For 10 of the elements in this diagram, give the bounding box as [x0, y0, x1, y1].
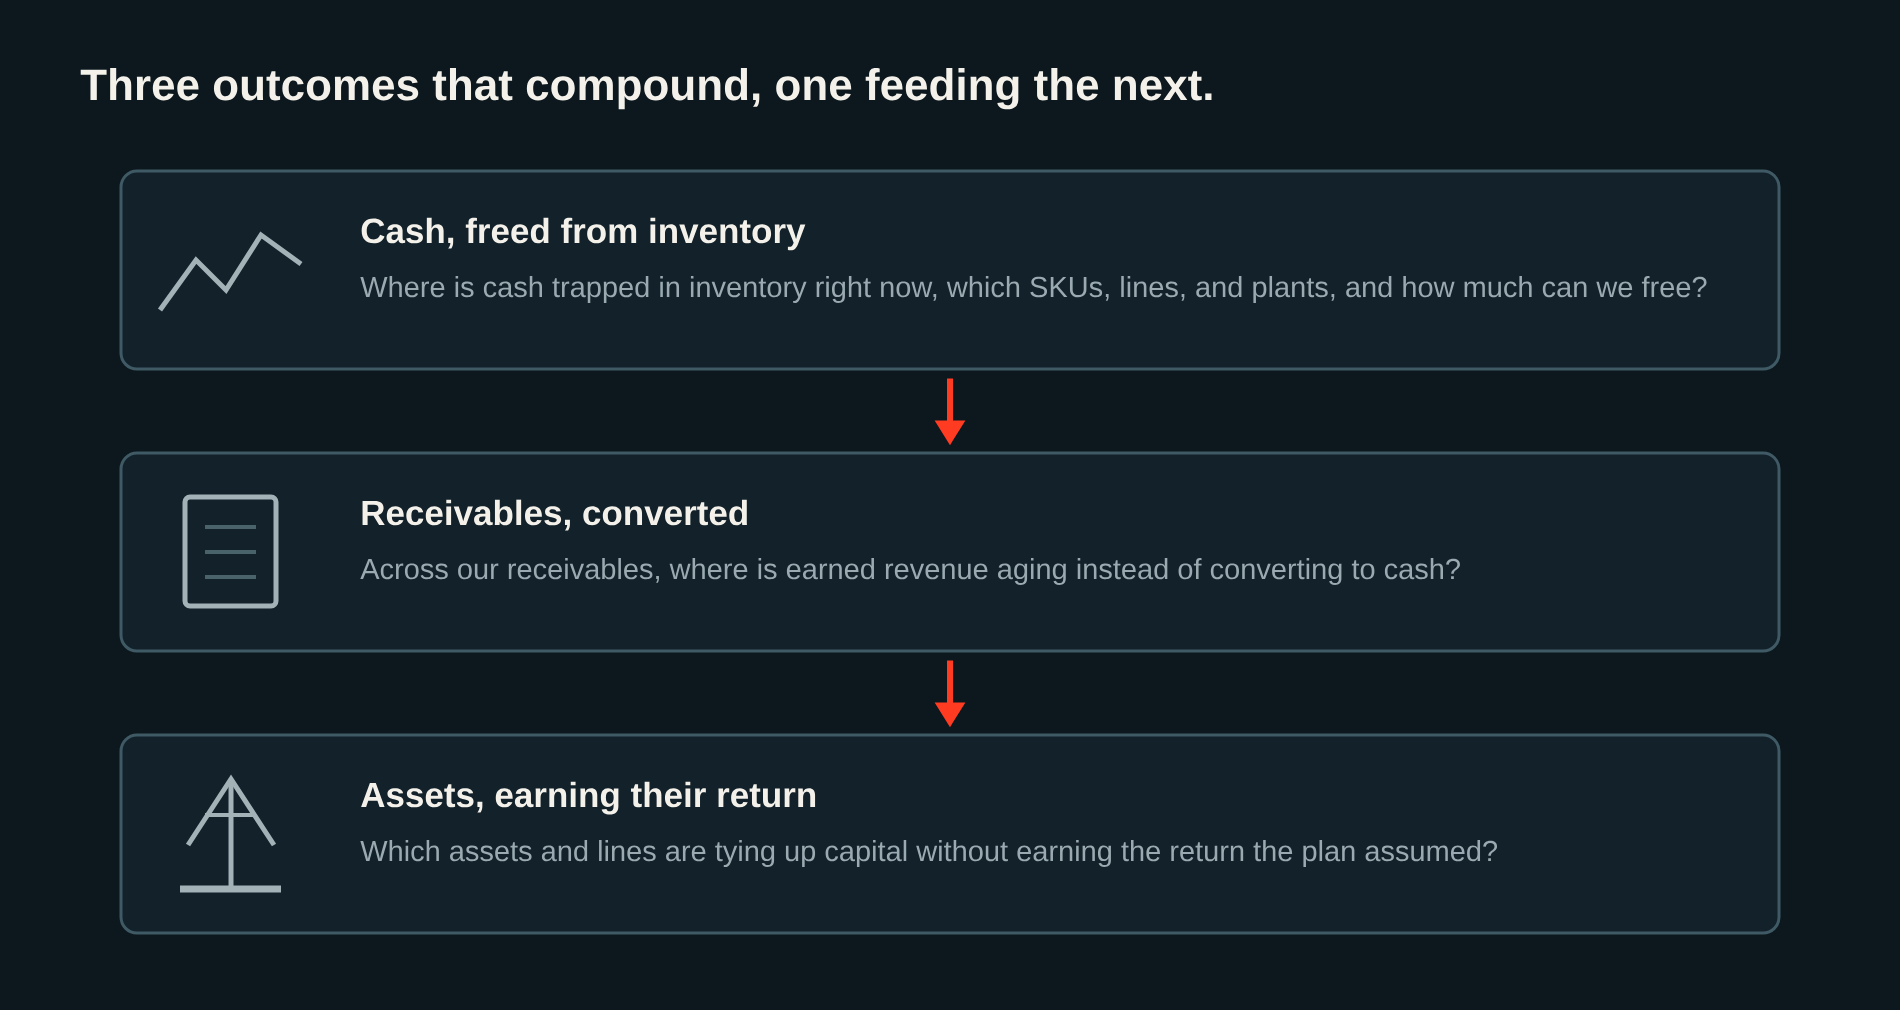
question-text: Across our receivables, where is earned revenue aging instead of converting to cash?: [360, 558, 1460, 586]
question-text: Where is cash trapped in inventory right now, which SKUs, lines, and plants, and how much can we free?: [360, 276, 1707, 304]
process-box: [119, 169, 1781, 371]
question-text: Which assets and lines are tying up capital without earning the return the plan assumed?: [360, 840, 1498, 868]
box-heading: Assets, earning their return: [361, 781, 816, 815]
box-heading: Cash, freed from inventory: [361, 217, 806, 251]
process-box: [119, 451, 1781, 653]
title: Three outcomes that compound, one feeding the next.: [80, 68, 1212, 110]
process-box: [119, 733, 1781, 935]
box-heading: Receivables, converted: [362, 499, 747, 531]
